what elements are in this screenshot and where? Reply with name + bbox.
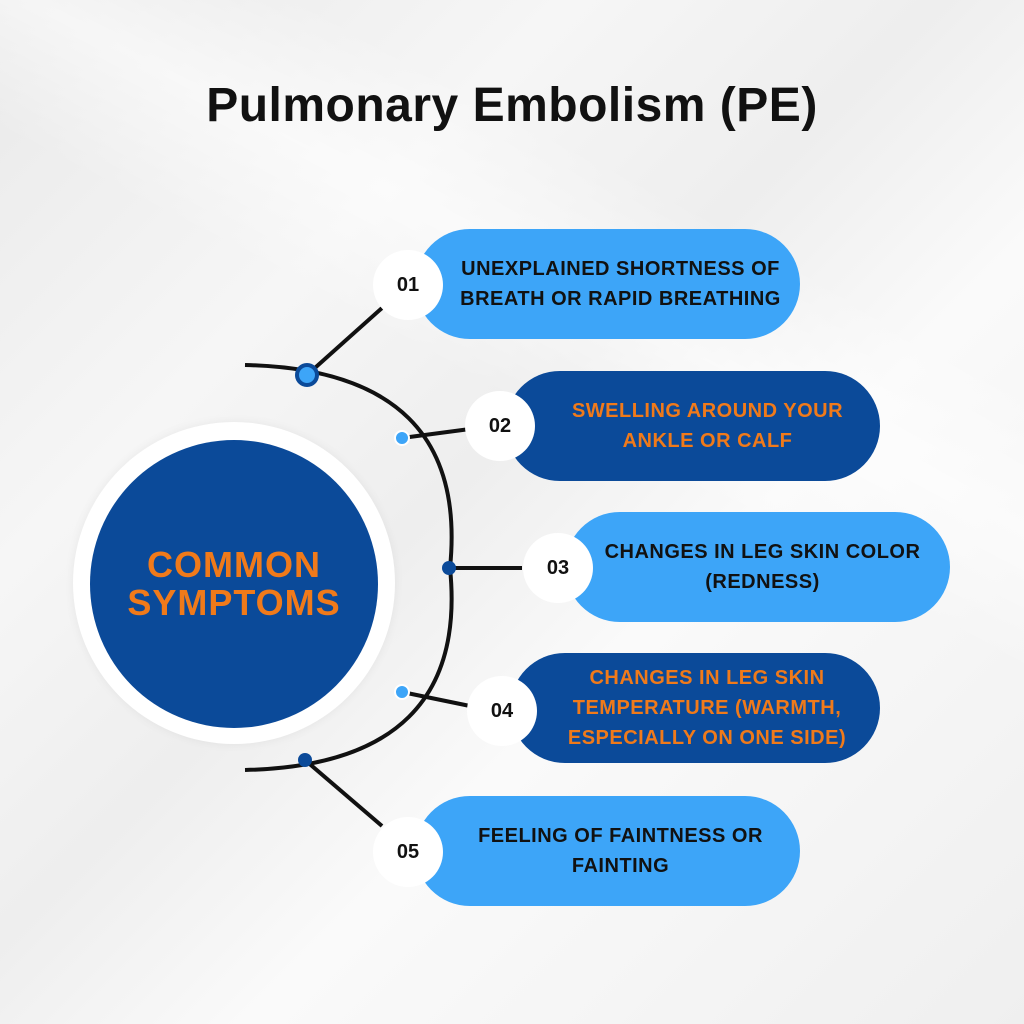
connector-dot-05 [298, 753, 312, 767]
connector-dot-02 [394, 430, 410, 446]
symptom-text-05: FEELING OF FAINTNESS OR FAINTING [478, 825, 763, 877]
connector-dot-01 [295, 363, 319, 387]
connector-line-05 [303, 758, 384, 828]
connector-line-04 [401, 690, 471, 708]
page-title: Pulmonary Embolism (PE) [206, 79, 818, 132]
symptom-text-02: SWELLING AROUND YOUR ANKLE OR CALF [571, 400, 844, 452]
center-circle: COMMON SYMPTOMS [90, 440, 378, 728]
symptom-number-03: 03 [523, 533, 593, 603]
connector-dot-04 [394, 684, 410, 700]
symptom-number-01: 01 [373, 250, 443, 320]
symptom-pill-05: FEELING OF FAINTNESS OR FAINTING [415, 796, 800, 906]
symptom-number-04: 04 [467, 676, 537, 746]
center-label: COMMON SYMPTOMS [127, 544, 341, 623]
symptom-text-04: CHANGES IN LEG SKIN TEMPERATURE (WARMTH,… [567, 667, 847, 749]
symptom-number-02: 02 [465, 391, 535, 461]
symptom-text-01: UNEXPLAINED SHORTNESS OF BREATH OR RAPID… [460, 258, 781, 310]
symptom-text-03: CHANGES IN LEG SKIN COLOR (REDNESS) [604, 541, 921, 593]
symptom-number-05: 05 [373, 817, 443, 887]
symptom-pill-01: UNEXPLAINED SHORTNESS OF BREATH OR RAPID… [415, 229, 800, 339]
symptom-pill-02: SWELLING AROUND YOUR ANKLE OR CALF [505, 371, 880, 481]
connector-line-02 [401, 427, 471, 440]
symptom-pill-04: CHANGES IN LEG SKIN TEMPERATURE (WARMTH,… [510, 653, 880, 763]
symptom-pill-03: CHANGES IN LEG SKIN COLOR (REDNESS) [565, 512, 950, 622]
connector-line-01 [305, 306, 384, 377]
connector-dot-03 [442, 561, 456, 575]
